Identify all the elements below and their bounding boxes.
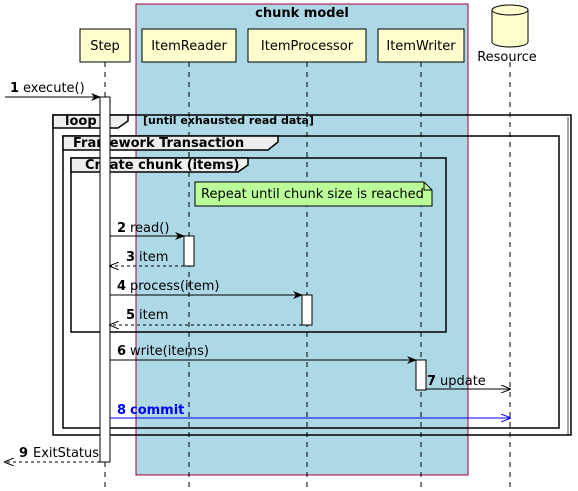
activation-itemprocessor bbox=[301, 294, 313, 326]
message-8-num: 8 bbox=[117, 403, 126, 418]
participant-resource-label: Resource bbox=[477, 50, 537, 65]
message-9: 9 ExitStatus bbox=[5, 446, 100, 462]
message-9-label: ExitStatus bbox=[33, 446, 99, 461]
participant-itemprocessor: ItemProcessor bbox=[247, 28, 367, 63]
message-6-label: write(items) bbox=[130, 344, 209, 359]
message-2-num: 2 bbox=[117, 221, 126, 236]
message-2: 2 read() bbox=[110, 221, 185, 240]
message-1: 1 execute() bbox=[5, 81, 101, 101]
message-5-label: item bbox=[139, 308, 168, 323]
activation-itemreader bbox=[183, 235, 195, 267]
participant-itemprocessor-label: ItemProcessor bbox=[261, 39, 354, 54]
message-7-num: 7 bbox=[427, 374, 436, 389]
chunk-model-title: chunk model bbox=[255, 6, 349, 21]
transaction-title: Framework Transaction bbox=[73, 136, 244, 151]
message-9-num: 9 bbox=[19, 446, 28, 461]
message-4-num: 4 bbox=[117, 279, 126, 294]
message-7-label: update bbox=[440, 374, 486, 389]
message-4-label: process(item) bbox=[130, 279, 219, 294]
participant-itemwriter: ItemWriter bbox=[377, 28, 465, 63]
chunk-frame: Create chunk (items) bbox=[70, 157, 447, 333]
database-icon bbox=[491, 4, 529, 48]
transaction-frame: Framework Transaction bbox=[62, 135, 560, 429]
participant-itemreader: ItemReader bbox=[141, 28, 237, 63]
message-3: 3 item bbox=[110, 250, 184, 266]
message-8: 8 commit bbox=[110, 403, 510, 418]
chunk-title: Create chunk (items) bbox=[85, 158, 239, 173]
message-1-num: 1 bbox=[10, 81, 19, 96]
message-7: 7 update bbox=[426, 374, 510, 389]
loop-condition: [until exhausted read data] bbox=[143, 114, 314, 127]
message-3-num: 3 bbox=[126, 250, 135, 265]
activations bbox=[99, 96, 427, 463]
message-4: 4 process(item) bbox=[110, 279, 303, 299]
message-5: 5 item bbox=[110, 308, 302, 325]
participant-itemreader-label: ItemReader bbox=[151, 39, 227, 54]
message-2-label: read() bbox=[130, 221, 169, 236]
participant-step: Step bbox=[79, 28, 131, 63]
participant-step-label: Step bbox=[90, 39, 120, 54]
note: Repeat until chunk size is reached bbox=[194, 181, 433, 207]
message-8-label: commit bbox=[130, 403, 184, 418]
loop-title: loop bbox=[65, 114, 97, 129]
participant-resource: Resource bbox=[477, 4, 537, 65]
activation-step bbox=[99, 96, 111, 463]
message-6: 6 write(items) bbox=[110, 344, 417, 364]
message-3-label: item bbox=[139, 250, 168, 265]
message-6-num: 6 bbox=[117, 344, 126, 359]
message-5-num: 5 bbox=[126, 308, 135, 323]
activation-itemwriter bbox=[415, 359, 427, 391]
note-text: Repeat until chunk size is reached bbox=[201, 187, 424, 202]
message-1-label: execute() bbox=[23, 81, 85, 96]
participant-itemwriter-label: ItemWriter bbox=[386, 39, 456, 54]
